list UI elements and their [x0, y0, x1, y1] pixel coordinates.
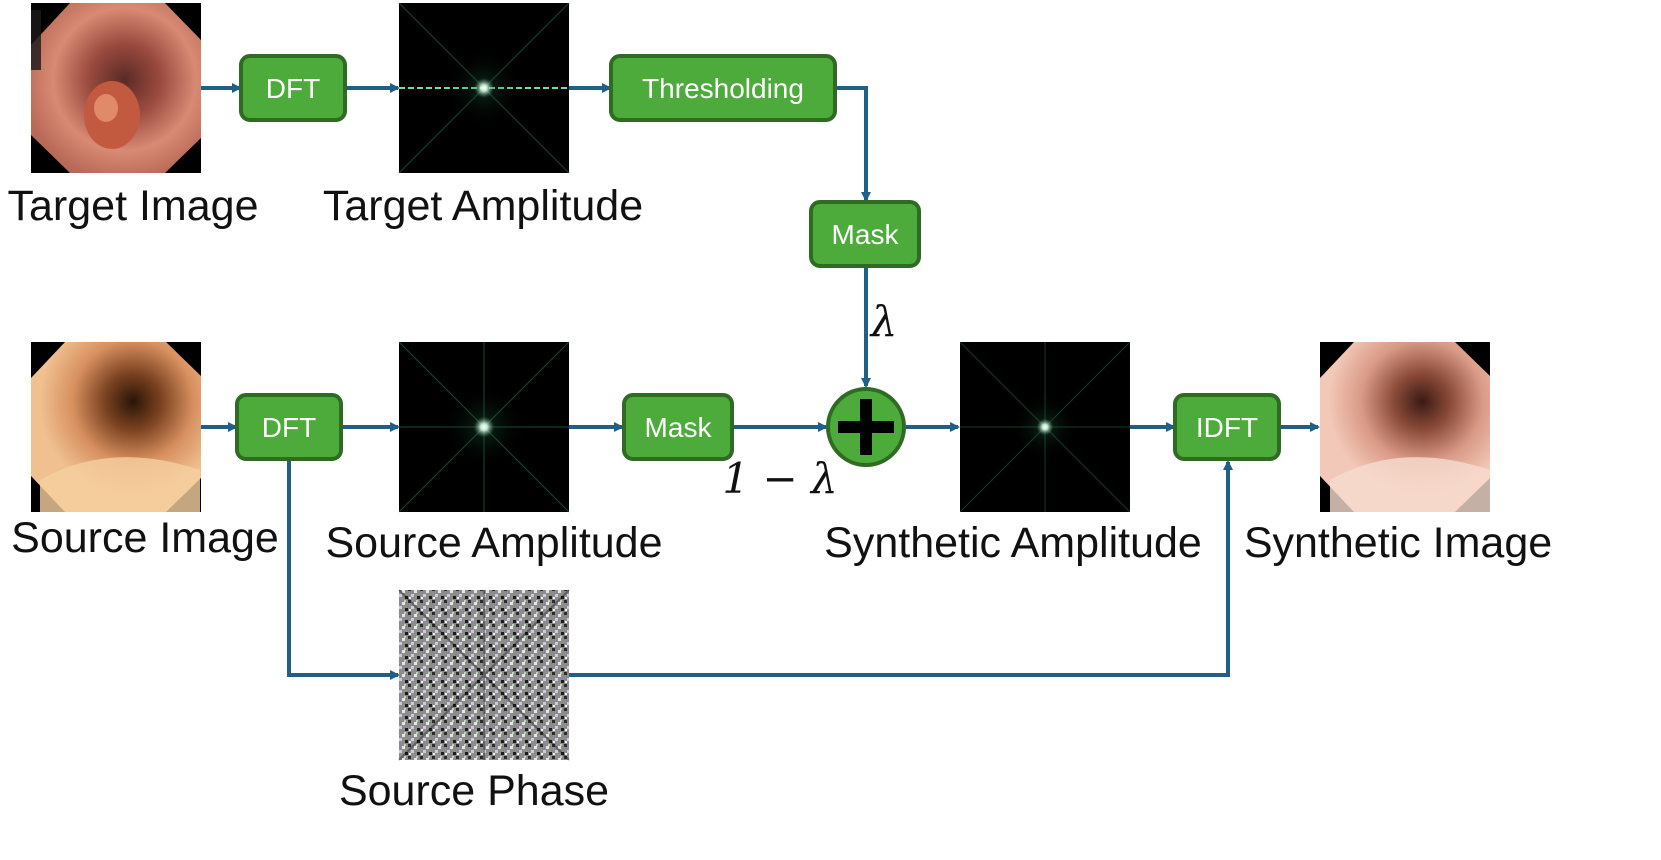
- synthetic-image: [1320, 342, 1490, 512]
- target-image: [31, 3, 201, 173]
- idft-label: IDFT: [1196, 412, 1258, 443]
- mask-top-block: Mask: [809, 200, 921, 268]
- arrow-source-phase-to-idft: [568, 460, 1233, 677]
- mask-bottom-block: Mask: [622, 393, 734, 461]
- connectors: [201, 83, 1320, 680]
- synthetic-amplitude-image: [959, 341, 1131, 513]
- source-image: [31, 342, 201, 512]
- arrow-thresholding-to-mask: [836, 86, 871, 202]
- thresholding-block: Thresholding: [609, 54, 837, 122]
- dft-top-label: DFT: [266, 73, 320, 104]
- target-amplitude-image: [398, 2, 570, 174]
- mask-bottom-label: Mask: [645, 412, 713, 443]
- lambda-weight-label: λ: [869, 297, 898, 346]
- synthetic-amplitude-caption: Synthetic Amplitude: [824, 519, 1202, 567]
- plus-circle-icon: [826, 387, 906, 467]
- dft-top-block: DFT: [239, 54, 347, 122]
- synthetic-image-caption: Synthetic Image: [1244, 519, 1552, 567]
- one-minus-lambda-label: 1 − λ: [722, 454, 837, 503]
- target-image-caption: Target Image: [8, 182, 259, 230]
- arrow-dft-to-source-phase: [287, 460, 400, 680]
- target-amplitude-caption: Target Amplitude: [323, 182, 643, 230]
- mask-top-label: Mask: [832, 219, 900, 250]
- source-phase-caption: Source Phase: [339, 767, 609, 815]
- source-phase-image: [398, 589, 570, 761]
- thresholding-label: Thresholding: [642, 73, 804, 104]
- dft-bottom-block: DFT: [235, 393, 343, 461]
- idft-block: IDFT: [1173, 393, 1281, 461]
- source-amplitude-image: [398, 341, 570, 513]
- source-image-caption: Source Image: [11, 514, 279, 562]
- source-amplitude-caption: Source Amplitude: [325, 519, 662, 567]
- dft-bottom-label: DFT: [262, 412, 316, 443]
